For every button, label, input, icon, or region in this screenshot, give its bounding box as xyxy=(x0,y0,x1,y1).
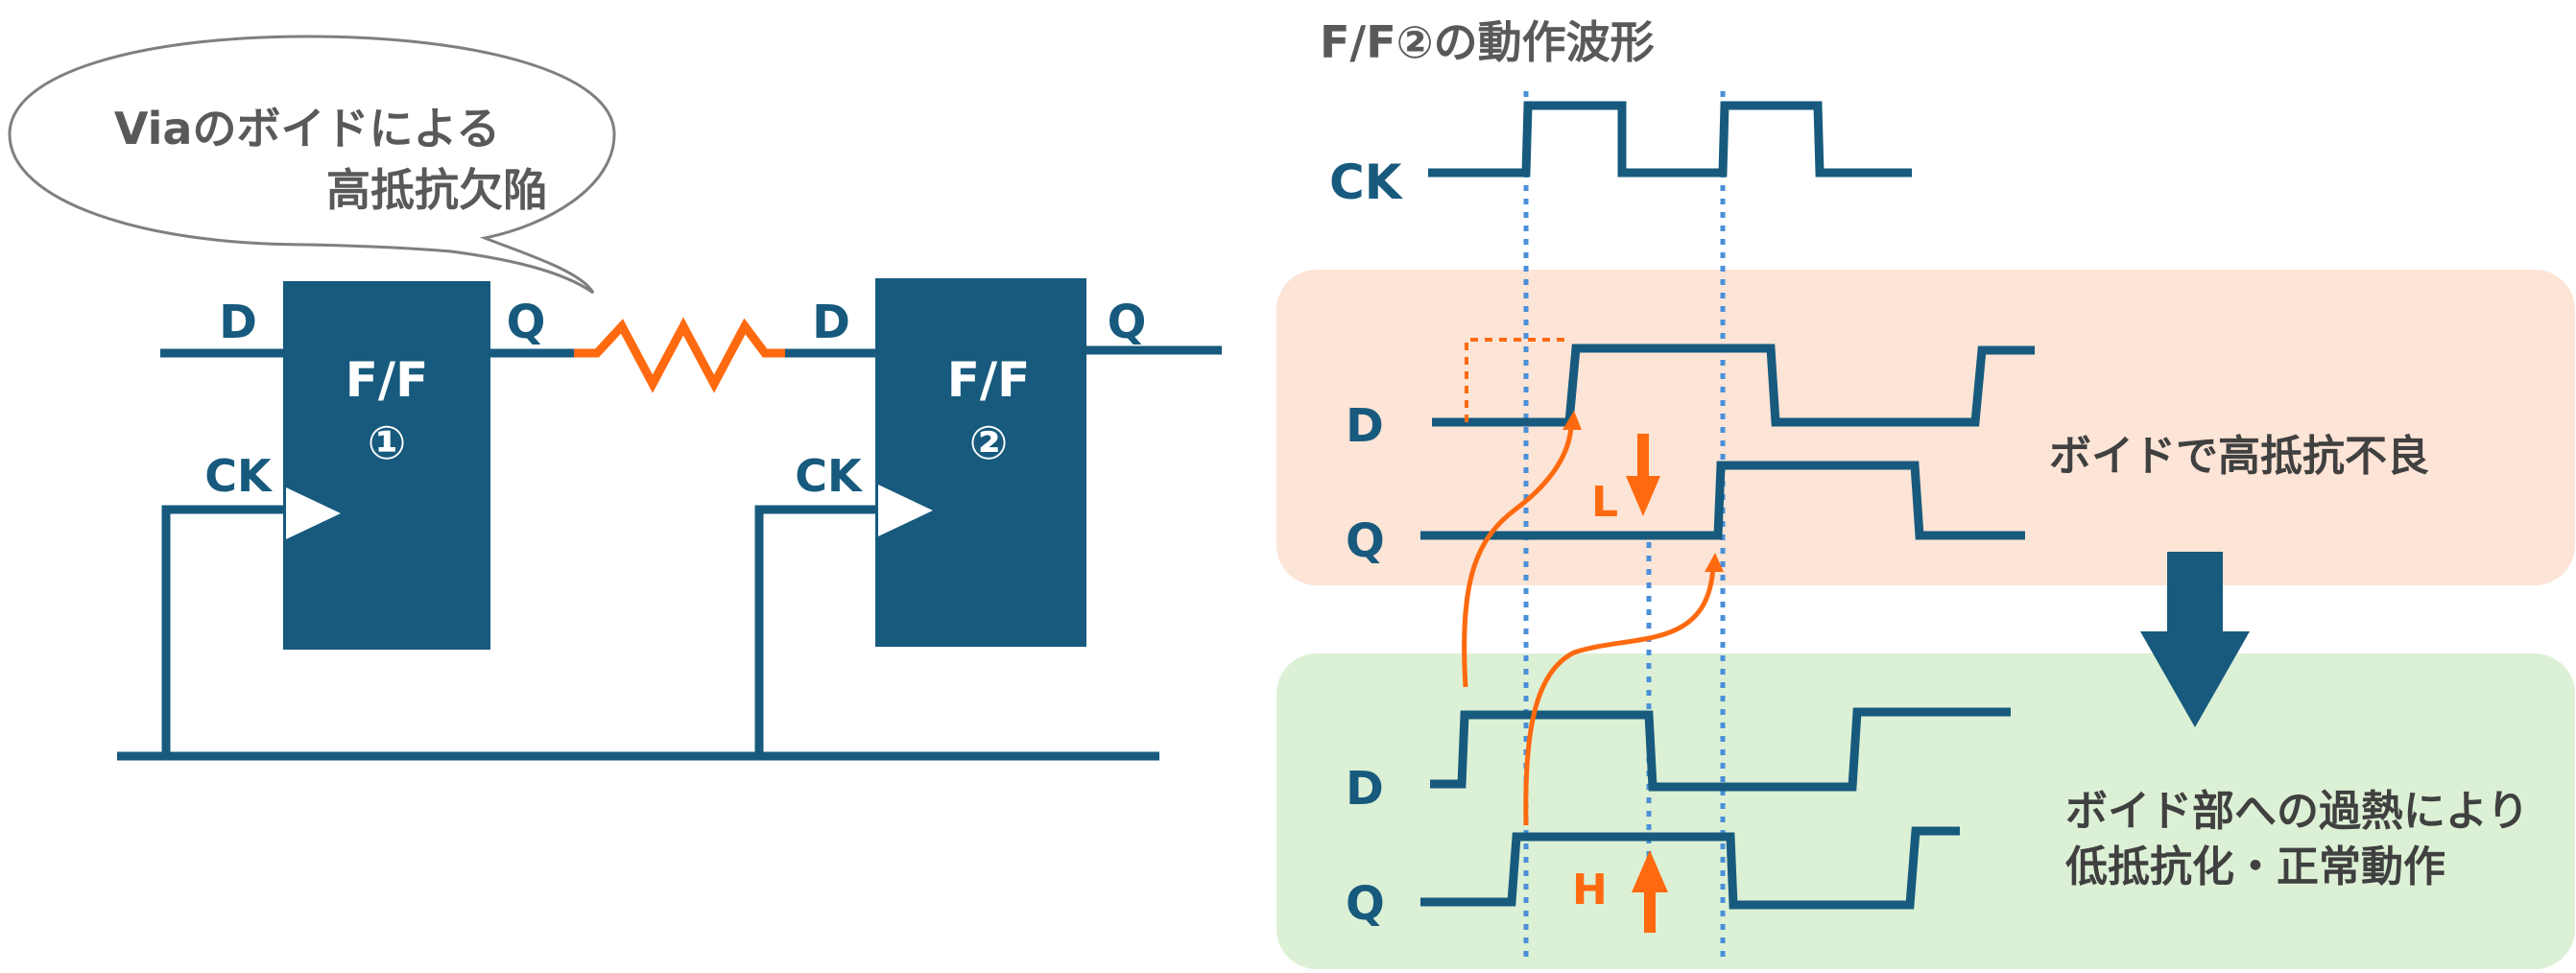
circuit: Viaのボイドによる 高抵抗欠陥 F/F ① D Q CK F/F ② D Q … xyxy=(8,35,1222,761)
bad-q-waveform xyxy=(1420,461,2025,540)
good-caption-line2: 低抵抗化・正常動作 xyxy=(2065,842,2445,891)
ff2-clock-triangle xyxy=(878,485,933,536)
ff1-block xyxy=(283,281,490,650)
good-d-waveform xyxy=(1430,707,2011,792)
causal-arrowhead-2 xyxy=(1705,553,1724,572)
ff1-label: F/F xyxy=(346,352,429,408)
ff1-number: ① xyxy=(368,416,407,470)
bad-caption: ボイドで高抵抗不良 xyxy=(2049,432,2429,481)
ff1-clock-triangle xyxy=(286,487,341,539)
good-caption-line1: ボイド部への過熱により xyxy=(2065,787,2529,836)
bad-q-label: Q xyxy=(1346,514,1385,568)
good-q-label: Q xyxy=(1346,877,1385,931)
causal-curves xyxy=(1462,426,1716,826)
ff2-block xyxy=(875,278,1086,647)
ck-waveform xyxy=(1428,101,1912,178)
ff2-d-label: D xyxy=(812,296,850,349)
timing-guides xyxy=(1523,91,1726,960)
circuit-wires xyxy=(117,345,1222,761)
good-region xyxy=(1276,653,2575,969)
callout-line1: Viaのボイドによる xyxy=(114,103,500,154)
transition-arrow-icon xyxy=(2140,552,2250,727)
flipflop-2: F/F ② D Q CK xyxy=(795,278,1146,647)
good-q-waveform xyxy=(1420,826,1960,910)
callout-bubble: Viaのボイドによる 高抵抗欠陥 xyxy=(8,35,616,295)
good-d-label: D xyxy=(1346,762,1384,816)
high-marker-label: H xyxy=(1572,866,1608,914)
causal-curve-2 xyxy=(1523,565,1716,826)
bad-d-expected-edge xyxy=(1465,338,1566,422)
ff1-d-label: D xyxy=(219,296,257,349)
ff2-number: ② xyxy=(969,416,1009,470)
ff2-label: F/F xyxy=(947,352,1031,408)
causal-arrowhead-1 xyxy=(1562,411,1582,430)
ck-label: CK xyxy=(1329,154,1404,210)
down-arrow-icon xyxy=(1626,434,1660,516)
ff2-q-label: Q xyxy=(1108,296,1147,349)
causal-curve-1 xyxy=(1462,426,1574,688)
up-arrow-icon xyxy=(1632,850,1668,933)
via-resistor xyxy=(574,317,785,393)
bad-d-label: D xyxy=(1346,399,1384,453)
ff1-ck-wire xyxy=(161,505,284,756)
callout-line2: 高抵抗欠陥 xyxy=(326,164,547,216)
ff1-q-label: Q xyxy=(507,296,546,349)
bad-d-waveform xyxy=(1432,344,2035,427)
flipflop-1: F/F ① D Q CK xyxy=(204,281,545,650)
waveform-panel: F/F②の動作波形 CK D Q L ボイドで高抵抗不良 xyxy=(1276,16,2575,969)
ff2-ck-label: CK xyxy=(795,450,864,502)
waveform-title: F/F②の動作波形 xyxy=(1320,16,1655,68)
low-marker-label: L xyxy=(1591,478,1618,527)
ff2-ck-wire xyxy=(754,505,876,756)
ff1-ck-label: CK xyxy=(204,450,274,502)
